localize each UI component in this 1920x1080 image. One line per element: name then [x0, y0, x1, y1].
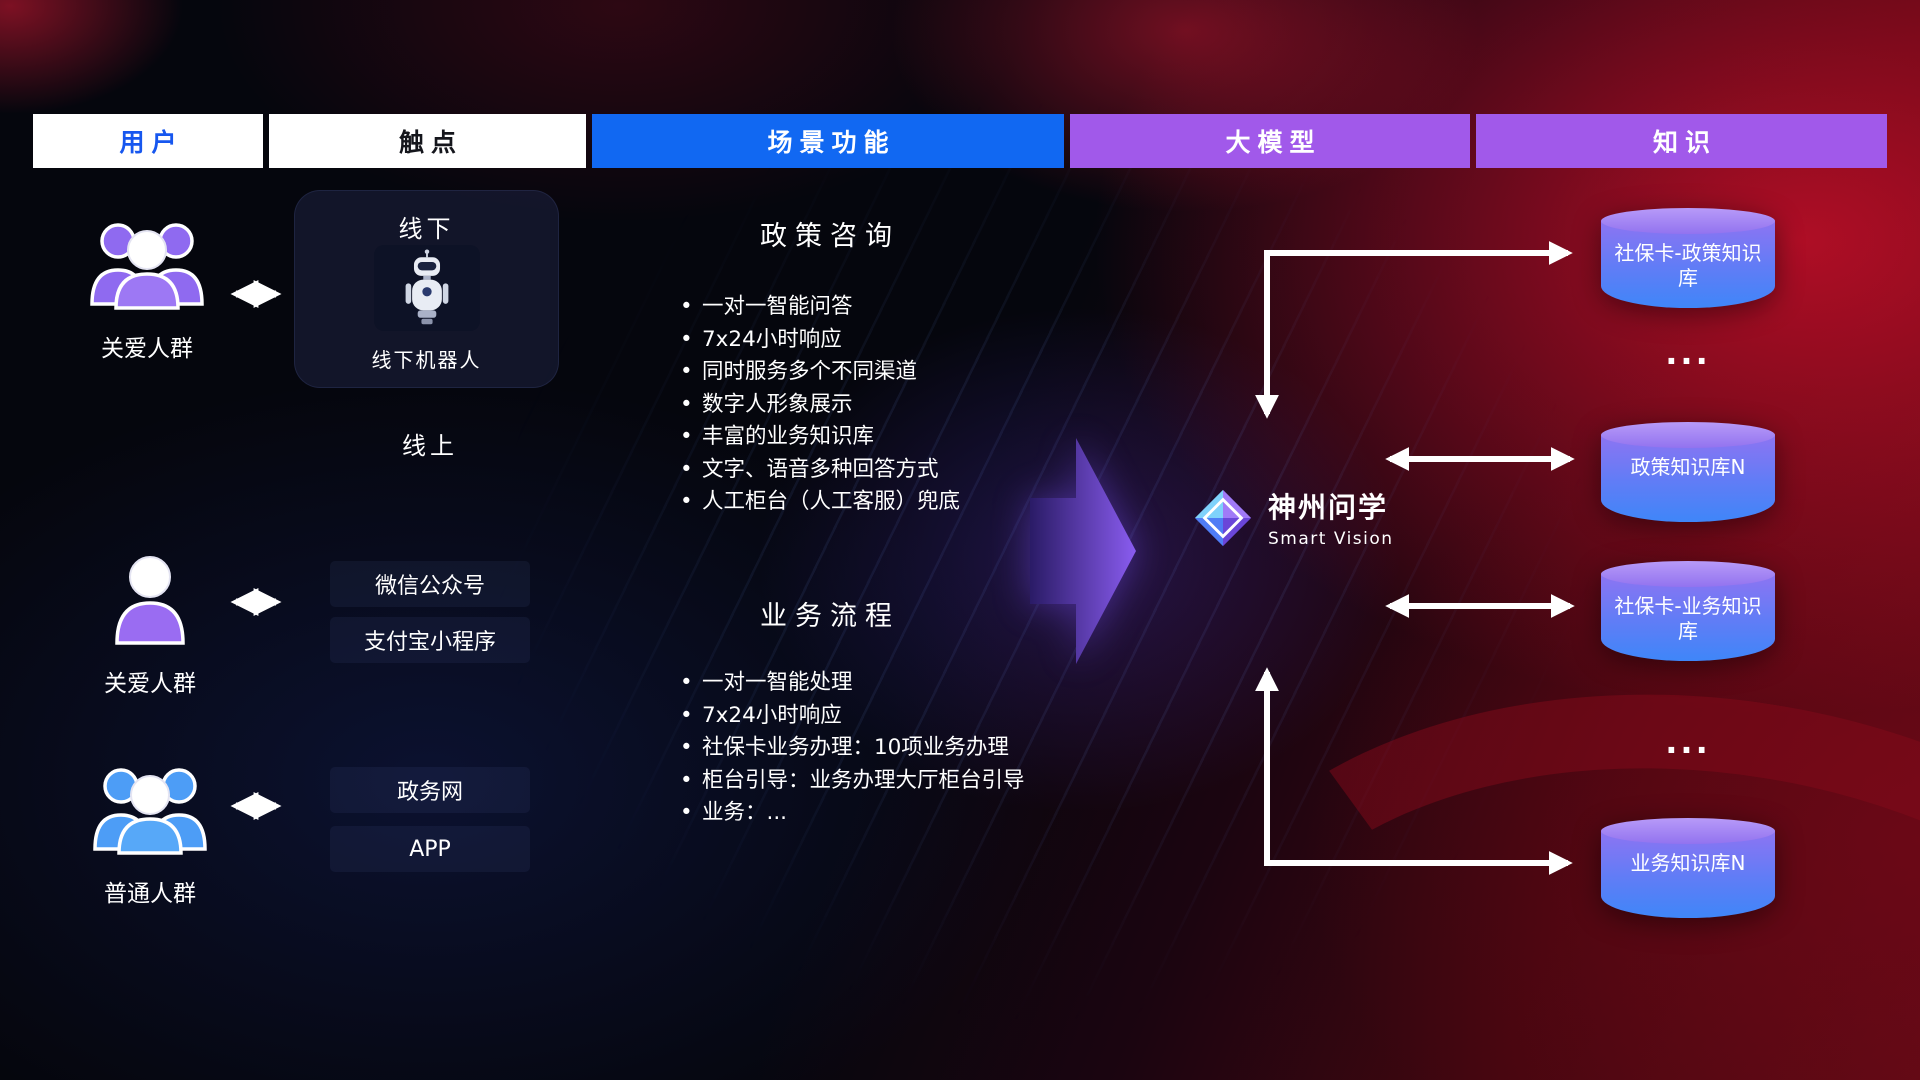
user-group-general: 普通人群: [70, 753, 230, 908]
bullet-item: 7x24小时响应: [676, 700, 1025, 733]
bullet-item: 同时服务多个不同渠道: [676, 356, 960, 389]
elbow-arrow-bottom-icon: [1255, 667, 1573, 875]
user-group-label: 关爱人群: [104, 671, 196, 697]
elbow-arrow-top-icon: [1255, 241, 1573, 419]
channel-wechat: 微信公众号: [330, 561, 530, 607]
tab-label: 大模型: [1225, 128, 1322, 157]
tab-label: 场景功能: [767, 128, 896, 157]
db-cylinder-top: [1601, 208, 1775, 234]
knowledge-db-label: 业务知识库N: [1630, 851, 1746, 875]
bullet-item: 文字、语音多种回答方式: [676, 454, 960, 487]
bullet-item: 社保卡业务办理：10项业务办理: [676, 732, 1025, 765]
header-tab-knowledge: 知识: [1476, 114, 1887, 168]
offline-touchpoint-card: 线下 线下机器人: [294, 190, 559, 388]
model-text: 神州问学 Smart Vision: [1268, 486, 1394, 549]
bullet-item: 人工柜台（人工客服）兜底: [676, 486, 960, 519]
robot-image-frame: [373, 245, 480, 331]
channel-alipay-miniapp: 支付宝小程序: [330, 617, 530, 663]
smart-vision-logo-icon: [1194, 489, 1252, 546]
header-tab-users: 用户: [33, 114, 263, 168]
bullet-item: 业务：...: [676, 797, 1025, 830]
header-tab-touchpoints: 触点: [269, 114, 586, 168]
bullet-item: 一对一智能问答: [676, 291, 960, 324]
policy-bullet-list: 一对一智能问答 7x24小时响应 同时服务多个不同渠道 数字人形象展示 丰富的业…: [676, 291, 960, 519]
user-group-caring-1: 关爱人群: [67, 208, 227, 363]
db-cylinder-body: [1601, 435, 1775, 522]
db-cylinder-body: [1601, 221, 1775, 308]
knowledge-db-label: 社保卡-政策知识库: [1614, 241, 1762, 290]
header-tab-large-model: 大模型: [1070, 114, 1470, 168]
robot-icon: [405, 249, 448, 325]
user-group-label: 普通人群: [104, 881, 196, 907]
db-cylinder-top: [1601, 422, 1775, 448]
channel-app: APP: [330, 826, 530, 872]
scene-policy-title: 政策咨询: [760, 221, 900, 252]
bullet-item: 7x24小时响应: [676, 324, 960, 357]
online-title: 线上: [402, 432, 458, 460]
flow-arrow-icon: [1030, 438, 1136, 664]
knowledge-db-cylinder: 业务知识库N: [1601, 818, 1775, 918]
offline-title: 线下: [398, 215, 455, 243]
knowledge-db-cylinder: 社保卡-业务知识库: [1601, 561, 1775, 661]
knowledge-ellipsis: ...: [1665, 723, 1711, 761]
db-cylinder-body: [1601, 574, 1775, 661]
bullet-item: 柜台引导：业务办理大厅柜台引导: [676, 765, 1025, 798]
user-group-label: 关爱人群: [101, 336, 193, 362]
knowledge-db-cylinder: 社保卡-政策知识库: [1601, 208, 1775, 308]
channel-gov-portal: 政务网: [330, 767, 530, 813]
knowledge-ellipsis: ...: [1665, 334, 1711, 372]
knowledge-db-cylinder: 政策知识库N: [1601, 422, 1775, 522]
model-block: 神州问学 Smart Vision: [1192, 486, 1394, 549]
knowledge-db-label: 政策知识库N: [1630, 455, 1746, 479]
user-group-caring-2: 关爱人群: [70, 551, 230, 698]
people-group-icon: [90, 223, 204, 310]
header-tab-scenario-functions: 场景功能: [592, 114, 1064, 168]
person-icon: [115, 556, 185, 645]
db-cylinder-top: [1601, 561, 1775, 587]
offline-robot-label: 线下机器人: [371, 348, 482, 372]
bullet-item: 一对一智能处理: [676, 667, 1025, 700]
db-cylinder-body: [1601, 831, 1775, 918]
tab-label: 用户: [119, 128, 184, 157]
tab-label: 知识: [1652, 128, 1717, 157]
people-group-icon: [93, 768, 207, 855]
scene-business-title: 业务流程: [760, 601, 900, 632]
model-name: 神州问学: [1268, 491, 1389, 524]
diagonal-light-streaks: [430, 0, 1610, 1080]
model-subtitle: Smart Vision: [1268, 529, 1394, 549]
knowledge-db-label: 社保卡-业务知识库: [1614, 594, 1762, 643]
db-cylinder-top: [1601, 818, 1775, 844]
bullet-item: 数字人形象展示: [676, 389, 960, 422]
bullet-item: 丰富的业务知识库: [676, 421, 960, 454]
tab-label: 触点: [398, 128, 463, 157]
business-bullet-list: 一对一智能处理 7x24小时响应 社保卡业务办理：10项业务办理 柜台引导：业务…: [676, 667, 1025, 830]
